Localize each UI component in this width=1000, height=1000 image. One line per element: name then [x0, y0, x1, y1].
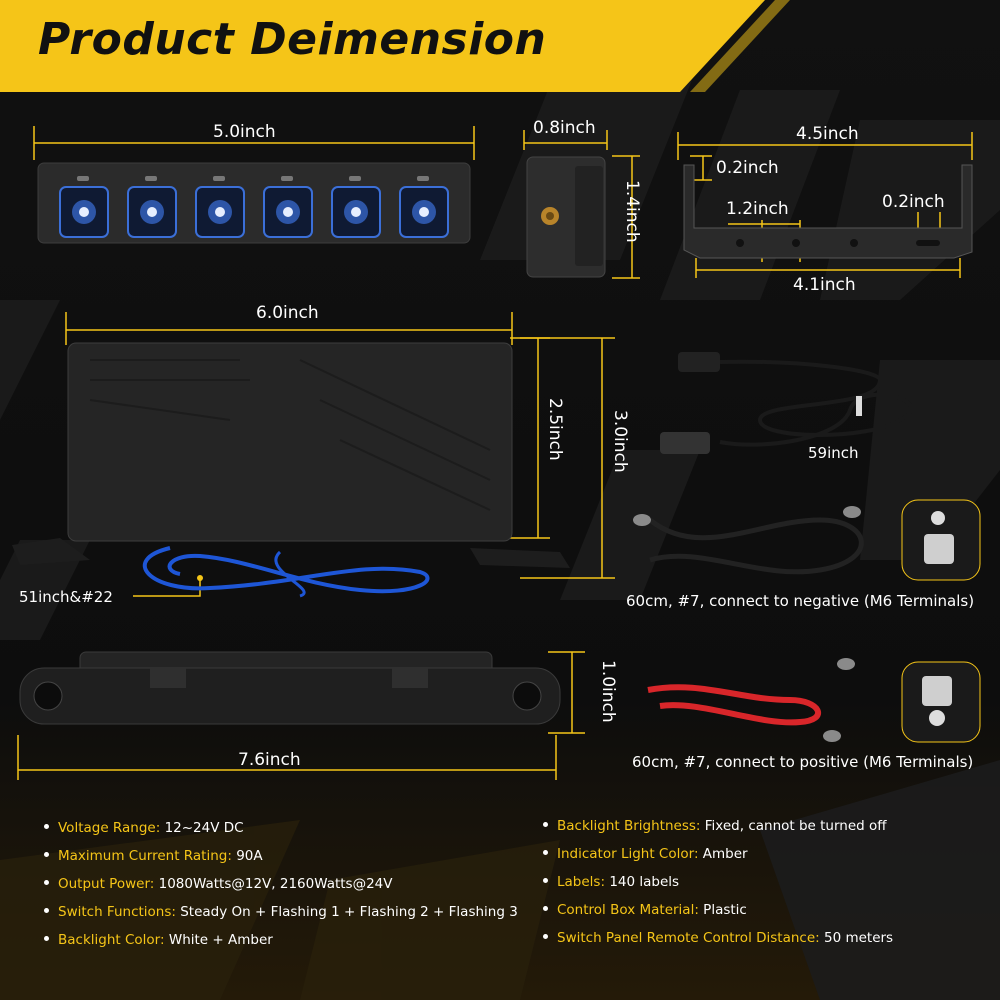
dim-box-thickness: 1.0inch: [598, 660, 618, 723]
spec-item: Maximum Current Rating: 90A: [44, 848, 263, 864]
dim-bracket-hole-spacing: 1.2inch: [726, 199, 789, 219]
spec-item: Switch Functions: Steady On + Flashing 1…: [44, 904, 518, 920]
spec-item: Switch Panel Remote Control Distance: 50…: [543, 930, 893, 946]
bullet-icon: [543, 933, 548, 939]
bullet-icon: [44, 879, 49, 885]
page-title: Product Deimension: [38, 14, 547, 65]
switch-button: [127, 176, 177, 238]
bullet-icon: [44, 851, 49, 857]
dim-bracket-tab: 0.2inch: [716, 158, 779, 178]
bullet-icon: [44, 907, 49, 913]
switch-button: [263, 176, 313, 238]
dim-box-height-inner: 2.5inch: [545, 398, 565, 461]
dim-panel-depth: 0.8inch: [533, 118, 596, 138]
bullet-icon: [543, 877, 548, 883]
spec-item: Labels: 140 labels: [543, 874, 679, 890]
dim-bracket-width: 4.5inch: [796, 124, 859, 144]
spec-item: Indicator Light Color: Amber: [543, 846, 748, 862]
bullet-icon: [543, 849, 548, 855]
spec-item: Control Box Material: Plastic: [543, 902, 747, 918]
dim-box-height-outer: 3.0inch: [610, 410, 630, 473]
dim-bracket-base: 4.1inch: [793, 275, 856, 295]
positive-cable-caption: 60cm, #7, connect to positive (M6 Termin…: [632, 753, 974, 771]
bullet-icon: [44, 935, 49, 941]
spec-item: Output Power: 1080Watts@12V, 2160Watts@2…: [44, 876, 393, 892]
dim-box-width: 6.0inch: [256, 303, 319, 323]
spec-item: Voltage Range: 12~24V DC: [44, 820, 244, 836]
dim-panel-width: 5.0inch: [213, 122, 276, 142]
spec-item: Backlight Brightness: Fixed, cannot be t…: [543, 818, 887, 834]
switch-button: [195, 176, 245, 238]
dim-panel-height: 1.4inch: [622, 180, 642, 243]
dim-box-length: 7.6inch: [238, 750, 301, 770]
switch-button: [59, 176, 109, 238]
box-wire-caption: 51inch&#22: [19, 588, 113, 606]
bullet-icon: [44, 823, 49, 829]
bullet-icon: [543, 821, 548, 827]
switch-button: [399, 176, 449, 238]
usb-cable-caption: 59inch: [808, 444, 859, 462]
title-banner: [0, 0, 790, 92]
dim-bracket-slot: 0.2inch: [882, 192, 945, 212]
negative-cable-caption: 60cm, #7, connect to negative (M6 Termin…: [626, 592, 975, 610]
bullet-icon: [543, 905, 548, 911]
spec-item: Backlight Color: White + Amber: [44, 932, 273, 948]
switch-button: [331, 176, 381, 238]
